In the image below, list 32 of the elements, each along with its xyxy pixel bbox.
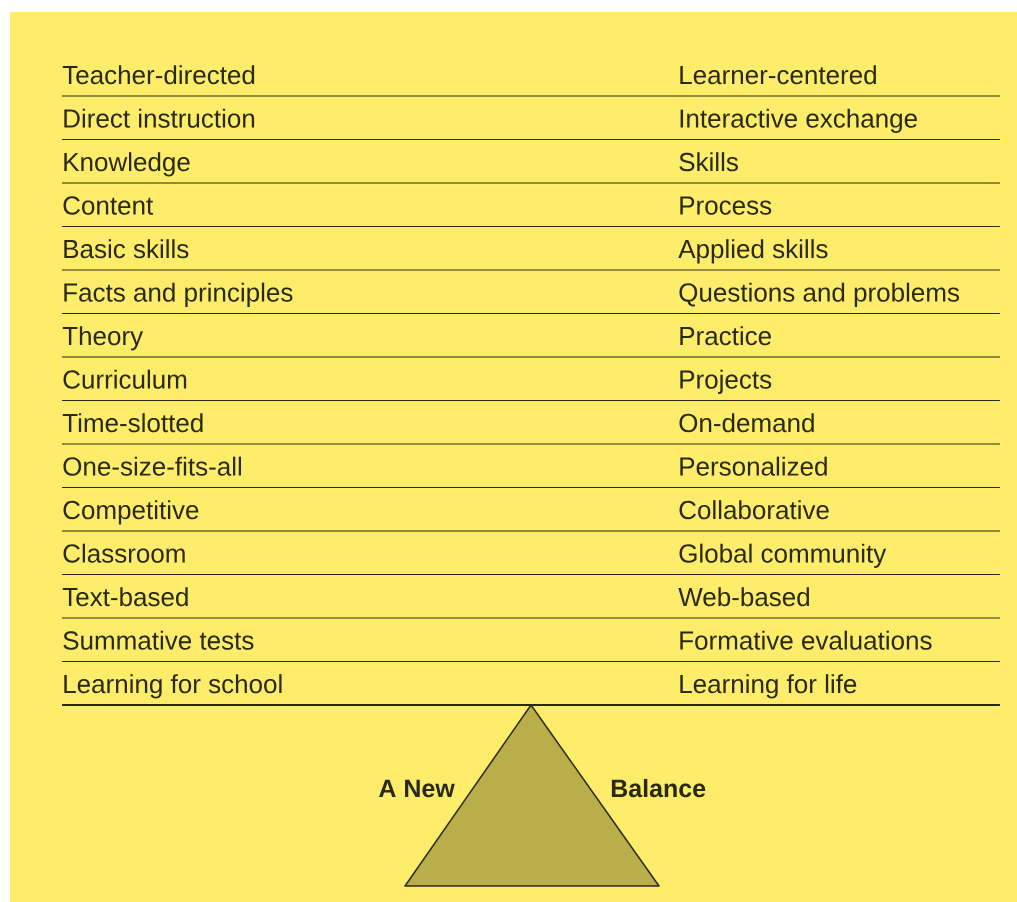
term-text: Teacher-directed <box>62 65 255 85</box>
term-text: Facts and principles <box>64 282 293 307</box>
term-text: Learning for life <box>680 674 857 699</box>
term-text: Global community <box>679 543 887 568</box>
term-text: Personalized <box>680 456 827 476</box>
term-text: Time-slotted <box>62 413 203 433</box>
caption-text: Balance <box>611 778 706 798</box>
term-text: On-demand <box>679 413 814 433</box>
term-text: Curriculum <box>63 369 187 389</box>
term-text: Knowledge <box>64 152 190 177</box>
term-text: Projects <box>680 369 772 394</box>
term-text: Process <box>680 196 772 215</box>
term-text: One-size-fits-all <box>63 456 242 476</box>
term-text: Skills <box>679 152 738 172</box>
caption-text: A New <box>379 779 455 798</box>
term-text: Collaborative <box>679 500 829 520</box>
term-text: Interactive exchange <box>680 108 917 133</box>
term-text: Text-based <box>62 587 188 607</box>
term-text: Content <box>63 196 154 215</box>
term-text: Theory <box>62 326 144 351</box>
term-text: Learning for school <box>64 674 282 699</box>
term-text: Web-based <box>678 587 809 607</box>
term-text: Applied skills <box>678 239 828 264</box>
term-text: Summative tests <box>63 630 254 650</box>
term-text: Competitive <box>63 500 199 525</box>
term-text: Classroom <box>63 543 185 563</box>
term-text: Basic skills <box>64 239 189 259</box>
term-text: Questions and problems <box>679 282 960 307</box>
term-text: Formative evaluations <box>680 630 932 650</box>
term-text: Learner-centered <box>680 65 876 85</box>
term-text: Practice <box>680 326 771 346</box>
term-text: Direct instruction <box>64 108 255 128</box>
